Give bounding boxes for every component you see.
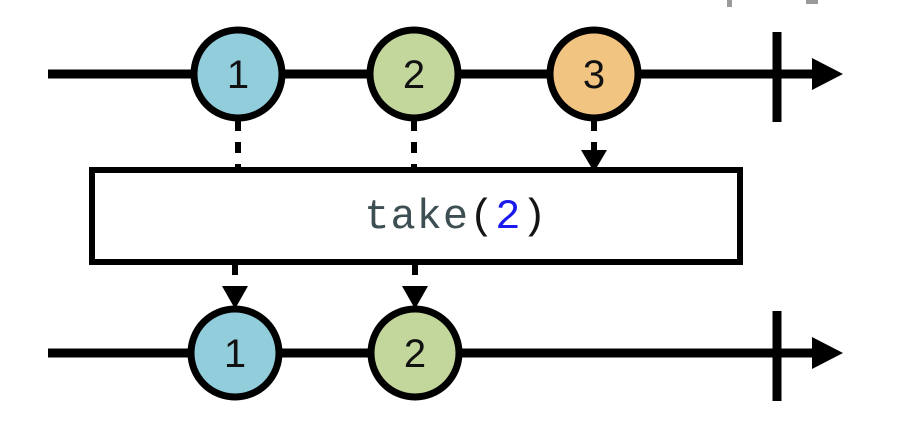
source-marble-2-label: 2 — [403, 53, 425, 97]
source-timeline-arrowhead — [812, 58, 843, 90]
input-connectors — [235, 120, 607, 172]
operator-name-text: take — [364, 193, 469, 241]
source-marble-2-circle[interactable] — [366, 26, 462, 122]
input-connector-3-arrowhead — [581, 150, 607, 172]
source-marble-1-label: 1 — [227, 53, 249, 97]
source-marble-3-circle[interactable] — [546, 26, 642, 122]
output-marble-2[interactable]: 2 — [367, 305, 463, 401]
operator-close-paren: ) — [522, 193, 548, 241]
output-connector-2-arrowhead — [402, 286, 428, 309]
operator-box[interactable]: take(2) — [89, 167, 743, 265]
source-timeline: 1 2 3 — [48, 26, 843, 122]
operator-box-label: take(2) — [364, 193, 547, 241]
source-marble-3[interactable]: 3 — [546, 26, 642, 122]
output-connector-1-arrowhead — [222, 286, 248, 309]
output-marble-2-label: 2 — [404, 332, 426, 376]
source-marble-2[interactable]: 2 — [366, 26, 462, 122]
output-marble-2-circle[interactable] — [367, 305, 463, 401]
output-marble-1-circle[interactable] — [187, 305, 283, 401]
source-marble-1[interactable]: 1 — [190, 26, 286, 122]
operator-box-rect[interactable] — [89, 167, 743, 265]
operator-argument: 2 — [495, 193, 521, 241]
top-edge-artifacts — [727, 0, 818, 7]
output-marble-1-label: 1 — [224, 332, 246, 376]
output-timeline: 1 2 — [48, 305, 843, 401]
output-marble-1[interactable]: 1 — [187, 305, 283, 401]
source-marble-1-circle[interactable] — [190, 26, 286, 122]
operator-open-paren: ( — [469, 193, 495, 241]
output-connectors — [222, 264, 428, 309]
source-marble-3-label: 3 — [583, 53, 605, 97]
output-timeline-arrowhead — [812, 337, 843, 369]
